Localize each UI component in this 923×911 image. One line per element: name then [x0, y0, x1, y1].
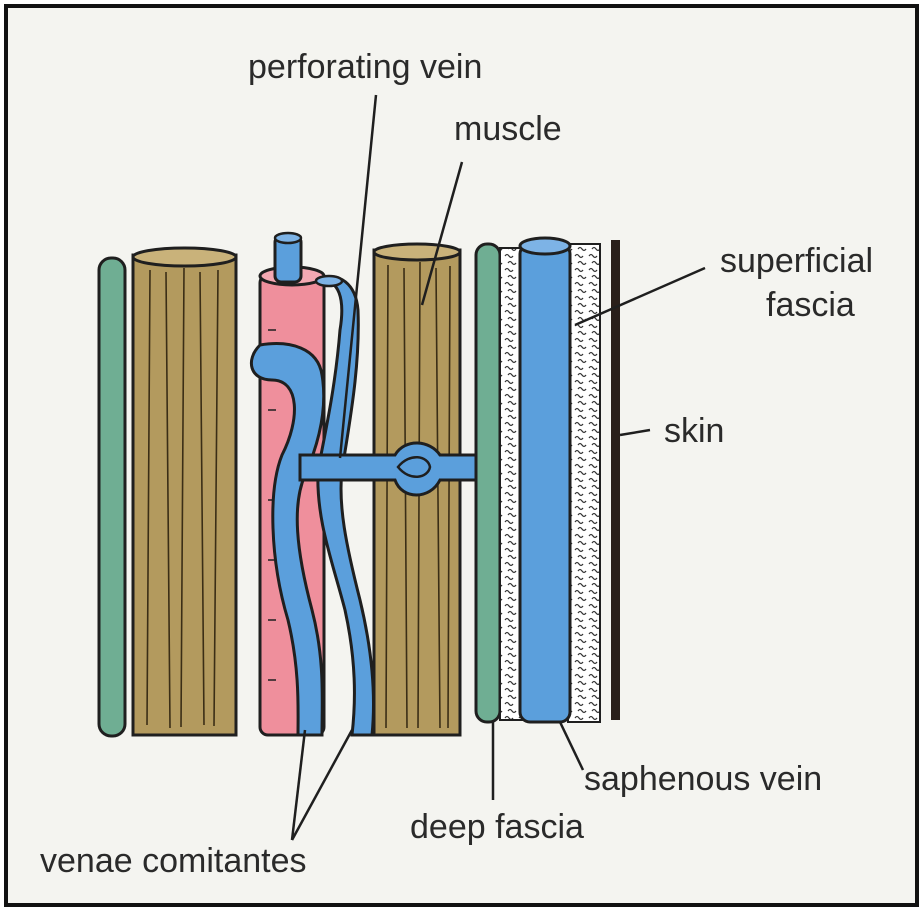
- label-perforating-vein: perforating vein: [248, 48, 482, 86]
- label-superficial-fascia-line2: fascia: [766, 286, 855, 324]
- label-superficial-fascia-line1: superficial: [720, 242, 873, 280]
- label-venae-comitantes: venae comitantes: [40, 842, 307, 880]
- saphenous-vein: [520, 238, 570, 722]
- deep-fascia-strip: [476, 244, 500, 722]
- label-skin: skin: [664, 412, 724, 450]
- label-muscle: muscle: [454, 110, 562, 148]
- muscle-left: [133, 248, 236, 735]
- deep-fascia-left-strip: [99, 258, 125, 736]
- label-deep-fascia: deep fascia: [410, 808, 584, 846]
- skin-line: [611, 240, 620, 720]
- label-saphenous-vein: saphenous vein: [584, 760, 822, 798]
